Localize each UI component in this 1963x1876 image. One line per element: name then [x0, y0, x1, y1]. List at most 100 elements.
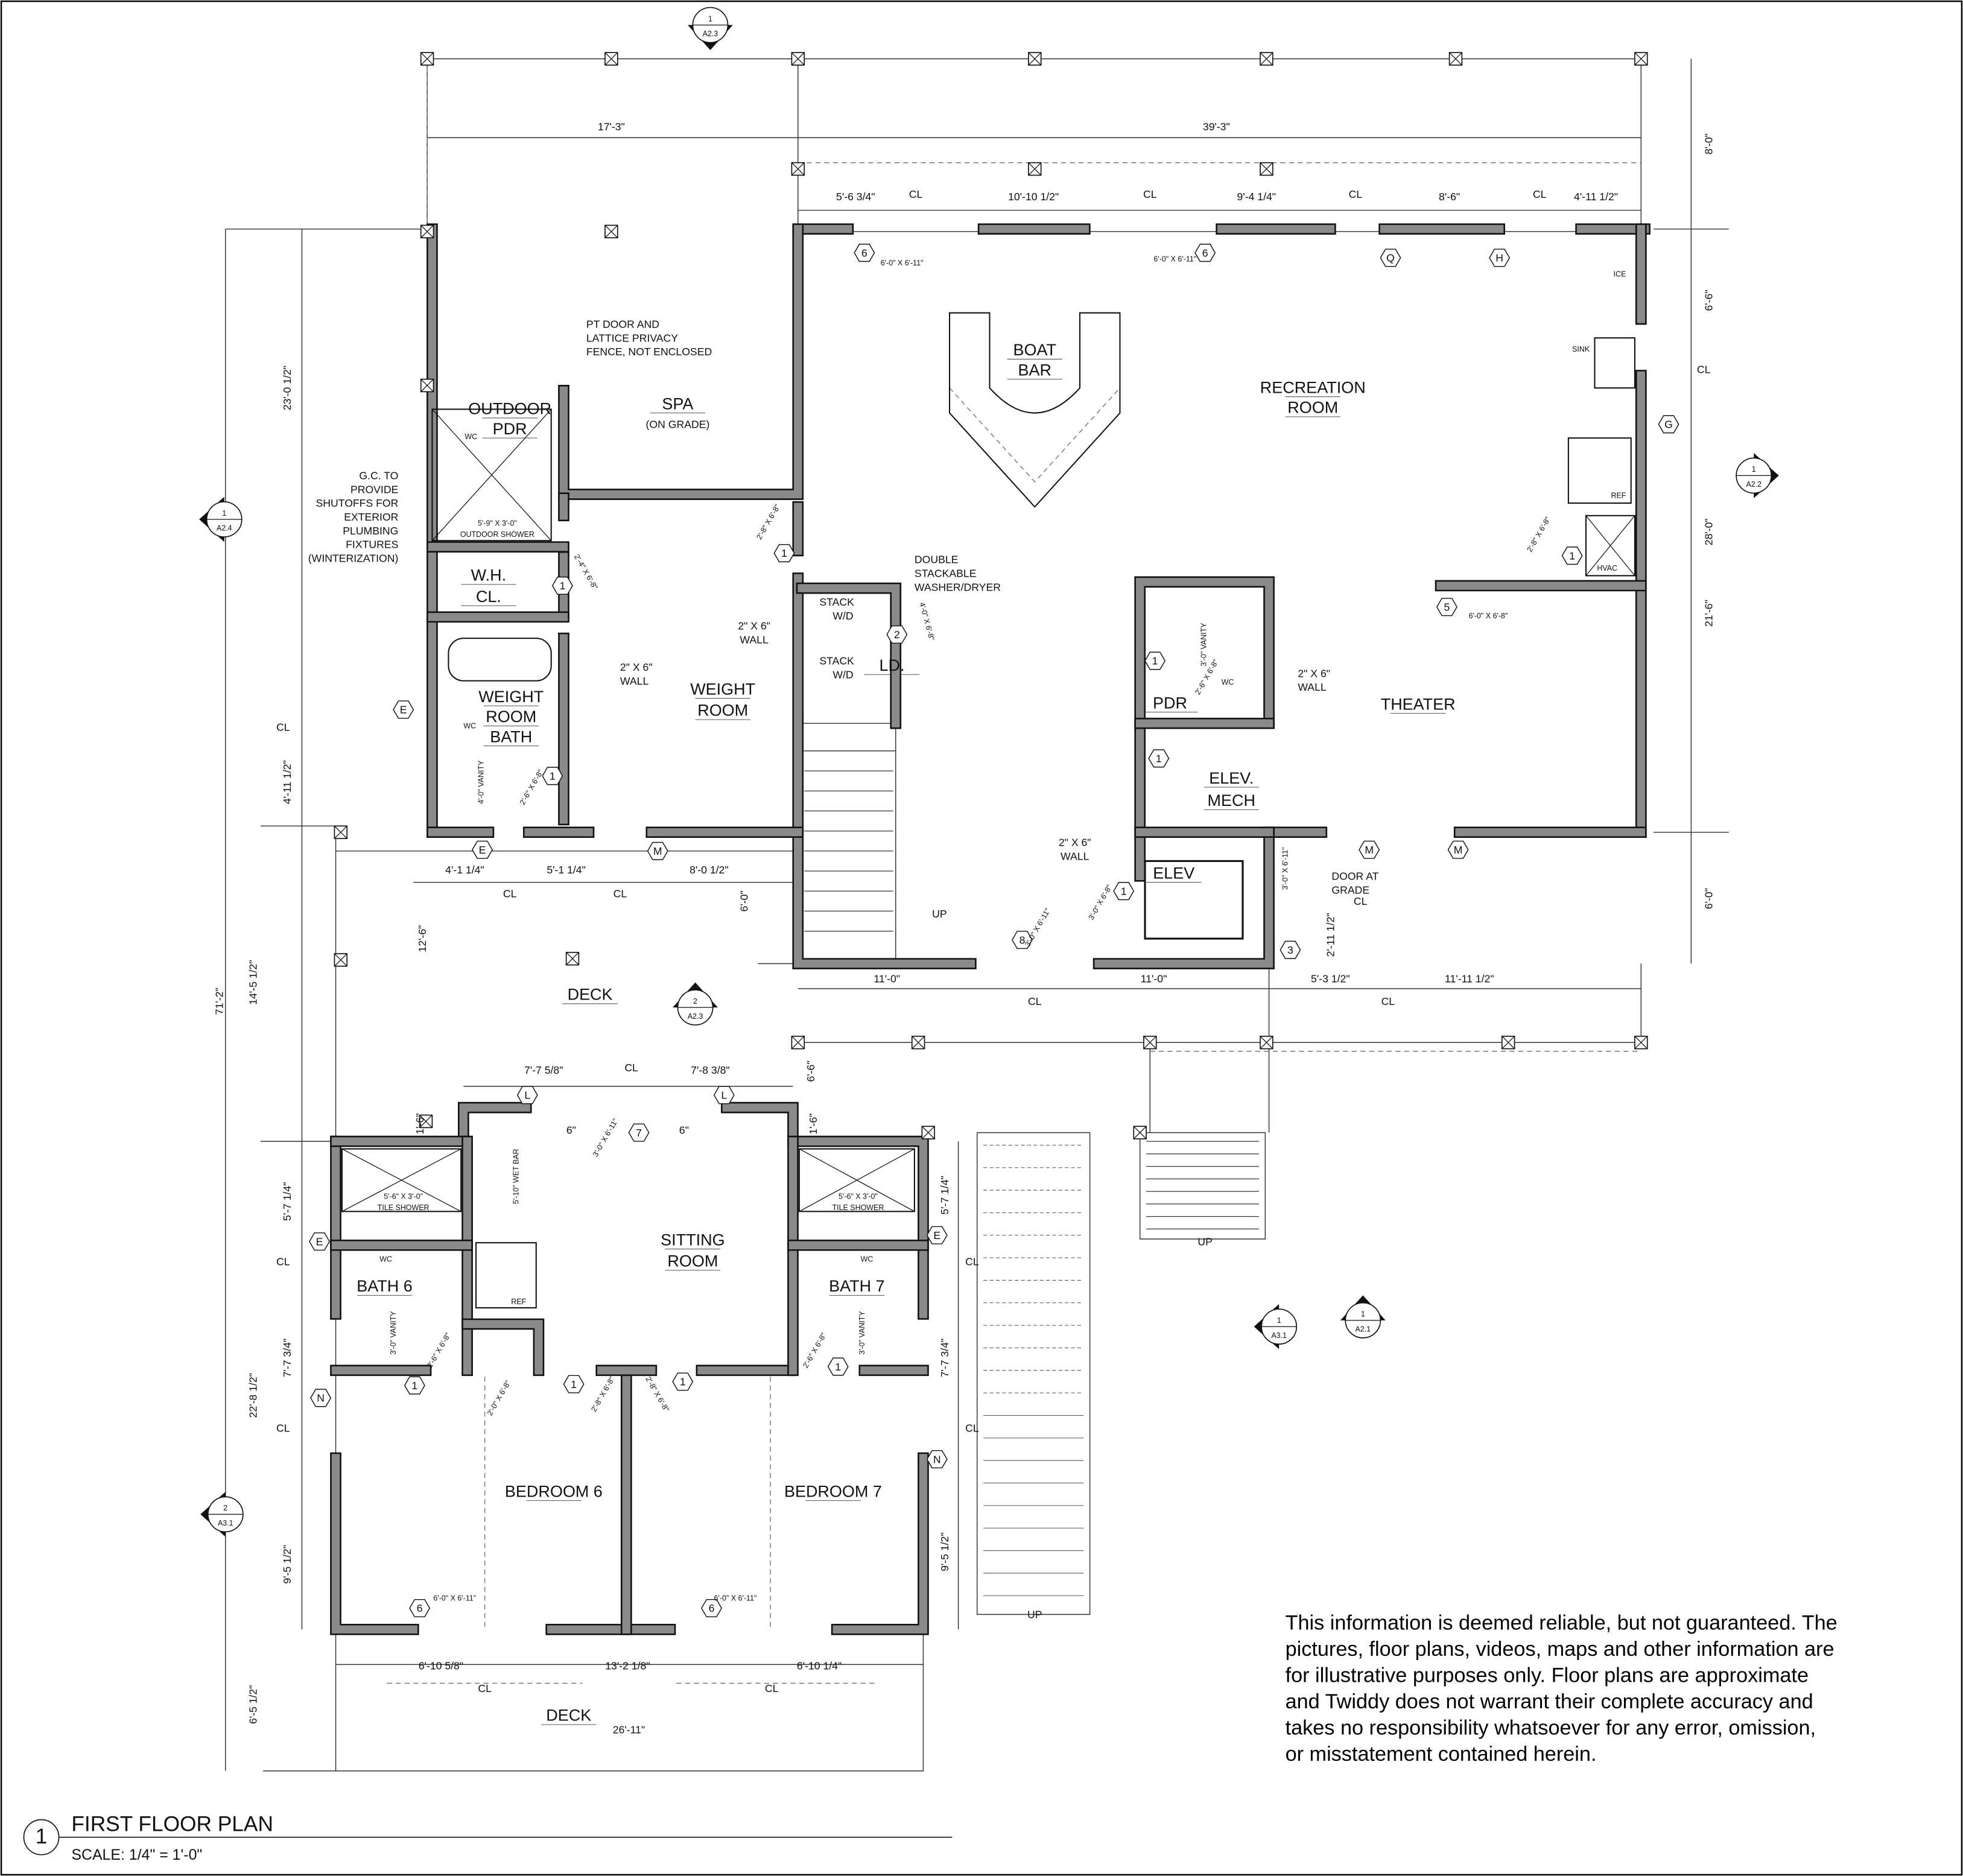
dimension-label: 9'-5 1/2" — [939, 1532, 951, 1571]
door-size-label: 3'-0" X 6'-11" — [591, 1117, 620, 1158]
wall — [463, 1320, 543, 1375]
shower-icon — [431, 408, 552, 542]
annotation-note: PLUMBING — [343, 525, 398, 537]
door-size-label: 6'-0" X 6'-11" — [1153, 255, 1196, 264]
door-tag-hexagon — [404, 1376, 425, 1395]
door-tag-label: 1 — [1569, 550, 1575, 562]
centerline-label: CL — [276, 1422, 290, 1434]
door-size-label: 3'-0" X 6'-11" — [1281, 848, 1290, 890]
annotation-note: STACKABLE — [915, 567, 977, 579]
door-size-label: 2'-8" X 6'-8" — [1525, 515, 1552, 553]
fixture-label: WC — [379, 1255, 392, 1263]
fixture-label: REF — [1611, 492, 1626, 500]
room-label: ROOM — [1287, 399, 1338, 417]
room-label: OUTDOOR — [468, 400, 551, 418]
wall — [798, 584, 900, 727]
door-tag-label: 1 — [1156, 753, 1162, 765]
door-tag-hexagon — [886, 625, 908, 644]
dimension-label: 39'-3" — [1203, 121, 1230, 133]
door-size-label: 2'-6" X 6'-8" — [425, 1331, 452, 1369]
dimension-label: 5'-1 1/4" — [547, 864, 586, 876]
room-label: BATH 7 — [829, 1277, 884, 1295]
shower-icon — [341, 1148, 462, 1212]
room-label: RECREATION — [1260, 378, 1366, 396]
door-tag-label: 5 — [1444, 601, 1450, 613]
section-sheet: A2.1 — [1356, 1325, 1371, 1334]
centerline-label: CL — [503, 888, 517, 900]
dimension-label: 8'-0 1/2" — [690, 864, 729, 876]
dimension-label: 6'-10 5/8" — [419, 1660, 463, 1672]
door-tag-label: N — [317, 1392, 325, 1404]
section-sheet: A3.1 — [218, 1519, 233, 1527]
centerline-label: CL — [1143, 188, 1157, 200]
room-label: THEATER — [1381, 695, 1456, 713]
door-tag-label: 1 — [411, 1380, 417, 1392]
section-sheet: A2.4 — [217, 524, 232, 533]
door-size-label: 2'-8" X 6'-8" — [644, 1375, 671, 1413]
door-size-label: 6'-0" X 6'-11" — [881, 259, 924, 267]
door-tag-hexagon — [672, 1372, 694, 1391]
door-tag-hexagon — [1148, 749, 1170, 768]
dimension-label: 13'-2 1/8" — [605, 1660, 650, 1672]
fixture-label: 5'-6" X 3'-0" — [384, 1193, 423, 1201]
door-tag-hexagon — [1561, 547, 1583, 565]
door-tag-hexagon — [1012, 931, 1033, 949]
shower-icon — [431, 409, 552, 541]
centerline-label: CL — [1533, 188, 1547, 200]
column-icon — [1133, 1126, 1147, 1139]
column-icon — [1143, 1036, 1157, 1050]
disclaimer-line: takes no responsibility whatsoever for a… — [1286, 1717, 1816, 1740]
fixture-label: 5'-9" X 3'-0" — [478, 519, 517, 527]
annotation-note: SHUTOFFS FOR — [316, 497, 399, 509]
door-tag-hexagon — [1359, 840, 1380, 859]
section-sheet: A2.2 — [1746, 480, 1762, 489]
door-tag-label: 6 — [417, 1602, 423, 1614]
room-label: DECK — [568, 986, 613, 1004]
dimension-line — [335, 1629, 924, 1772]
walls — [330, 223, 1651, 1635]
door-tag-label: 6 — [861, 247, 867, 259]
door-tag-label: G — [1664, 419, 1673, 431]
door-size-label: 2'-8" X 6'-8" — [755, 503, 782, 541]
annotation-note: WALL — [1298, 681, 1327, 693]
door-tag-label: M — [1365, 844, 1374, 856]
door-size-label: 3'-0" X 6'-8" — [1087, 883, 1114, 921]
fixture-label: W/D — [832, 610, 853, 622]
annotation-note: 2" X 6" — [738, 620, 770, 632]
column-icon — [921, 1126, 935, 1139]
door-tag-label: 1 — [1121, 885, 1127, 897]
annotation-note: WALL — [740, 633, 769, 645]
centerline-label: CL — [1028, 995, 1042, 1007]
door-tag-label: 1 — [1152, 655, 1158, 667]
annotation-note: EXTERIOR — [344, 511, 398, 523]
door-tag-label: 1 — [571, 1378, 577, 1390]
wall-outline — [461, 1318, 545, 1377]
room-label: WEIGHT — [478, 688, 544, 706]
room-label: LD. — [880, 656, 905, 674]
wall-outline — [558, 223, 804, 500]
annotation-note: FENCE, NOT ENCLOSED — [586, 346, 712, 358]
dimension-label: 5'-7 1/4" — [939, 1176, 951, 1214]
door-tag-hexagon — [472, 840, 493, 859]
column-icon — [1634, 1036, 1648, 1050]
section-sheet: A2.3 — [703, 30, 718, 38]
dimension-label: 14'-5 1/2" — [247, 960, 259, 1005]
door-tag-label: 1 — [781, 547, 787, 559]
annotation-note: GRADE — [1331, 884, 1369, 896]
door-tag-label: H — [1495, 252, 1503, 264]
wall — [331, 1454, 418, 1634]
door-size-label: 6'-0" X 6'-11" — [433, 1594, 476, 1603]
centerline-label: CL — [276, 1256, 290, 1268]
shower-icon — [1585, 515, 1635, 576]
section-number: 2 — [693, 997, 697, 1006]
drawing-number: 1 — [36, 1825, 48, 1848]
dimension-label: 6" — [566, 1124, 576, 1136]
dimension-label: 5'-6 3/4" — [836, 191, 875, 203]
column-icon — [420, 225, 434, 238]
door-size-label: 6'-0" X 6'-11" — [714, 1594, 757, 1603]
annotation-note: 2" X 6" — [1059, 837, 1091, 849]
door-tag-hexagon — [542, 767, 563, 785]
door-size-label: 2'-4" X 6'-8" — [572, 553, 600, 591]
dimension-label: 11'-11 1/2" — [1445, 973, 1494, 985]
